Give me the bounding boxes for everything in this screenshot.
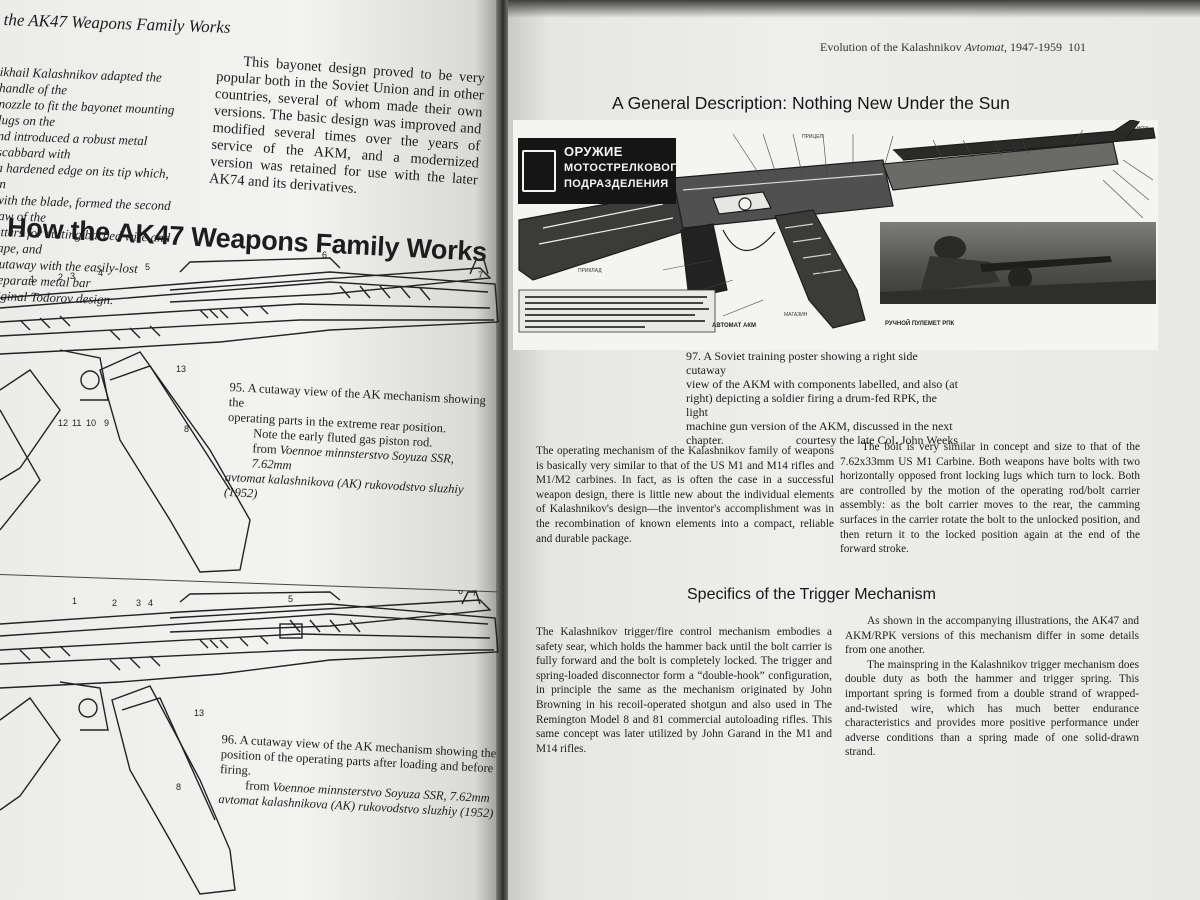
caption-line: 97. A Soviet training poster showing a r… bbox=[686, 349, 918, 377]
book-gutter bbox=[496, 0, 510, 900]
part-number: 10 bbox=[86, 418, 96, 428]
part-number: 5 bbox=[288, 594, 293, 604]
part-number: 11 bbox=[72, 418, 81, 428]
section-title-general-description: A General Description: Nothing New Under… bbox=[612, 93, 1010, 113]
part-number: 3 bbox=[70, 271, 75, 281]
body-column-left: The operating mechanism of the Kalashnik… bbox=[536, 444, 834, 546]
figure-97-caption: 97. A Soviet training poster showing a r… bbox=[686, 349, 958, 447]
caption-line: view of the AKM with components labelled… bbox=[686, 377, 958, 391]
caption-credit: courtesy the late Col. John Weeks bbox=[795, 433, 958, 447]
left-page-column-2: This bayonet design proved to be very po… bbox=[209, 52, 486, 206]
soldier-silhouette bbox=[880, 236, 1156, 304]
figure-96-cutaway: 1 2 3 4 5 6 7 8 13 bbox=[0, 590, 500, 900]
running-head-text: Evolution of the Kalashnikov bbox=[820, 40, 965, 54]
part-number: 7 bbox=[472, 590, 477, 598]
operating-mechanism-paragraph: The operating mechanism of the Kalashnik… bbox=[536, 445, 834, 545]
trigger-paragraph: The Kalashnikov trigger/fire control mec… bbox=[536, 626, 832, 755]
source-prefix: from bbox=[244, 778, 274, 794]
part-number: 1 bbox=[72, 596, 77, 606]
part-number: 12 bbox=[58, 418, 68, 428]
caption-chapter: chapter. bbox=[686, 433, 724, 447]
bolt-paragraph: The bolt is very similar in concept and … bbox=[840, 441, 1140, 556]
page-number: 101 bbox=[1067, 40, 1086, 54]
source-prefix: from bbox=[252, 441, 281, 457]
part-number: 6 bbox=[458, 590, 463, 596]
figure-95-drawing: 1 2 3 4 5 6 7 8 9 10 11 12 13 bbox=[0, 250, 499, 573]
poster-label-sight: ПРИЦЕЛ bbox=[802, 134, 823, 140]
right-page-top-shadow bbox=[508, 0, 1200, 18]
part-number: 4 bbox=[148, 598, 153, 608]
section-title-trigger-mechanism: Specifics of the Trigger Mechanism bbox=[687, 586, 936, 603]
poster-title-line: ОРУЖИЕ bbox=[564, 144, 623, 159]
part-number: 2 bbox=[112, 598, 117, 608]
poster-label-magazine: МАГАЗИН bbox=[784, 312, 808, 318]
poster-label-rpk: РУЧНОЙ ПУЛЕМЕТ РПК bbox=[885, 321, 955, 327]
poster-rpk-soldier-photo bbox=[880, 222, 1156, 304]
part-number: 1 bbox=[30, 274, 35, 284]
poster-title-line: МОТОСТРЕЛКОВОГО bbox=[564, 162, 686, 174]
bayonet-paragraph: This bayonet design proved to be very po… bbox=[208, 53, 486, 198]
part-number: 8 bbox=[184, 424, 189, 434]
part-number: 5 bbox=[145, 262, 150, 272]
poster-label-stock: ПРИКЛАД bbox=[578, 268, 602, 274]
part-number: 7 bbox=[478, 270, 483, 280]
figure-96-drawing: 1 2 3 4 5 6 7 8 13 bbox=[0, 590, 499, 895]
trigger-variants-paragraph: As shown in the accompanying illustratio… bbox=[845, 615, 1139, 657]
running-head-years: , 1947-1959 bbox=[1003, 40, 1062, 54]
part-number: 8 bbox=[176, 782, 181, 792]
running-head-right: Evolution of the Kalashnikov Avtomat, 19… bbox=[820, 40, 1086, 55]
caption-line: chapter. courtesy the late Col. John Wee… bbox=[686, 433, 958, 447]
poster-emblem-icon bbox=[522, 150, 556, 192]
body-column-right: The bolt is very similar in concept and … bbox=[840, 440, 1140, 557]
part-number: 4 bbox=[98, 268, 103, 278]
part-number: 9 bbox=[104, 418, 109, 428]
poster-label-akm: АВТОМАТ АКМ bbox=[712, 323, 756, 329]
left-page bbox=[0, 0, 500, 900]
part-number: 2 bbox=[58, 272, 63, 282]
part-number: 6 bbox=[322, 250, 327, 260]
poster-title-block: ОРУЖИЕ МОТОСТРЕЛКОВОГО ПОДРАЗДЕЛЕНИЯ bbox=[518, 138, 686, 204]
poster-label-bayonet: ШТЫК-НОЖ bbox=[1120, 126, 1149, 132]
figure-95-cutaway: 1 2 3 4 5 6 7 8 9 10 11 12 13 bbox=[0, 250, 500, 580]
running-head-italic: Avtomat bbox=[964, 40, 1004, 54]
figure-96-caption: 96. A cutaway view of the AK mechanism s… bbox=[218, 732, 498, 821]
poster-title-line: ПОДРАЗДЕЛЕНИЯ bbox=[564, 178, 669, 190]
poster-akm-cutaway bbox=[518, 119, 1156, 333]
trigger-column-left: The Kalashnikov trigger/fire control mec… bbox=[536, 625, 832, 756]
caption-line: machine gun version of the AKM, discusse… bbox=[686, 419, 953, 433]
trigger-column-right: As shown in the accompanying illustratio… bbox=[845, 614, 1139, 760]
figure-95-caption: 95. A cutaway view of the AK mechanism s… bbox=[224, 380, 498, 514]
part-number: 13 bbox=[194, 708, 204, 718]
part-number: 13 bbox=[176, 364, 186, 374]
caption-line: right) depicting a soldier firing a drum… bbox=[686, 391, 937, 419]
mainspring-paragraph: The mainspring in the Kalashnikov trigge… bbox=[845, 658, 1139, 759]
part-number: 3 bbox=[136, 598, 141, 608]
